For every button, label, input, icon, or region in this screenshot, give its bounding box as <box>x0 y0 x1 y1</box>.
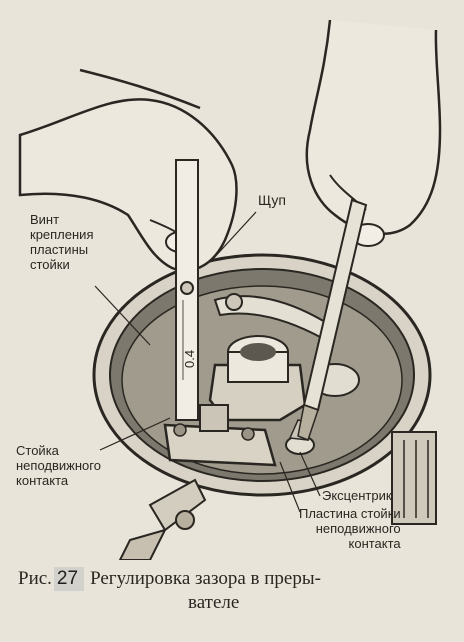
breaker-illustration: 0.4 <box>18 19 442 560</box>
label-eccentric: Эксцентрик <box>322 488 392 503</box>
fixed-contact-post <box>163 404 277 467</box>
callout-lines <box>94 211 321 513</box>
housing-bracket <box>391 431 437 525</box>
right-hand <box>305 19 442 247</box>
screwdriver <box>297 198 368 441</box>
vacuum-link <box>118 478 207 560</box>
caption-line-2: вателе <box>188 592 240 613</box>
feeler-gauge <box>175 159 199 421</box>
caption-prefix: Рис. <box>18 568 52 589</box>
caption-text-1: Регулировка зазора в преры- <box>90 568 321 589</box>
figure-number: 27 <box>53 567 85 591</box>
cam-shaft <box>208 335 307 422</box>
label-feeler-gauge: Щуп <box>258 192 287 208</box>
label-plate-screw: Винт крепления пластины стойки <box>30 212 94 272</box>
label-fixed-contact-post: Стойка неподвижного контакта <box>16 443 101 488</box>
gauge-marking: 0.4 <box>182 350 197 368</box>
label-post-plate: Пластина стойки неподвижного контакта <box>299 506 401 551</box>
